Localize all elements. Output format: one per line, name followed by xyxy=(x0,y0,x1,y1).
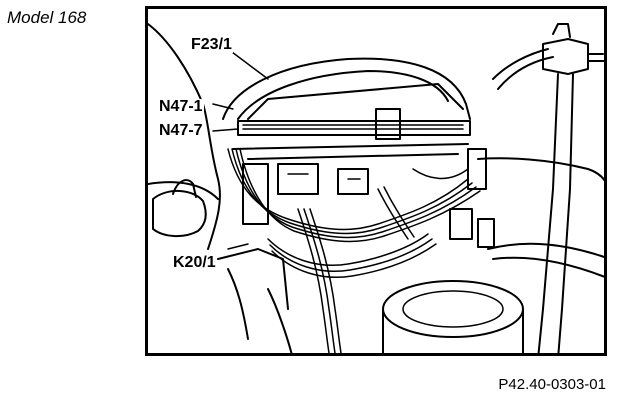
figure-reference-code: P42.40-0303-01 xyxy=(498,376,606,393)
callout-k20-1: K20/1 xyxy=(172,254,217,271)
callout-f23-1: F23/1 xyxy=(190,36,233,53)
callout-n47-1: N47-1 xyxy=(158,98,204,115)
relay-block xyxy=(277,163,319,195)
fusebox-cover-outline xyxy=(222,57,471,120)
callout-n47-7: N47-7 xyxy=(158,122,204,139)
module-strip xyxy=(237,120,471,136)
model-label: Model 168 xyxy=(7,8,87,27)
engine-bay-illustration: F23/1 N47-1 N47-7 K20/1 xyxy=(145,6,607,356)
illustration-drawing xyxy=(148,23,604,353)
reservoir-cap xyxy=(382,280,524,338)
